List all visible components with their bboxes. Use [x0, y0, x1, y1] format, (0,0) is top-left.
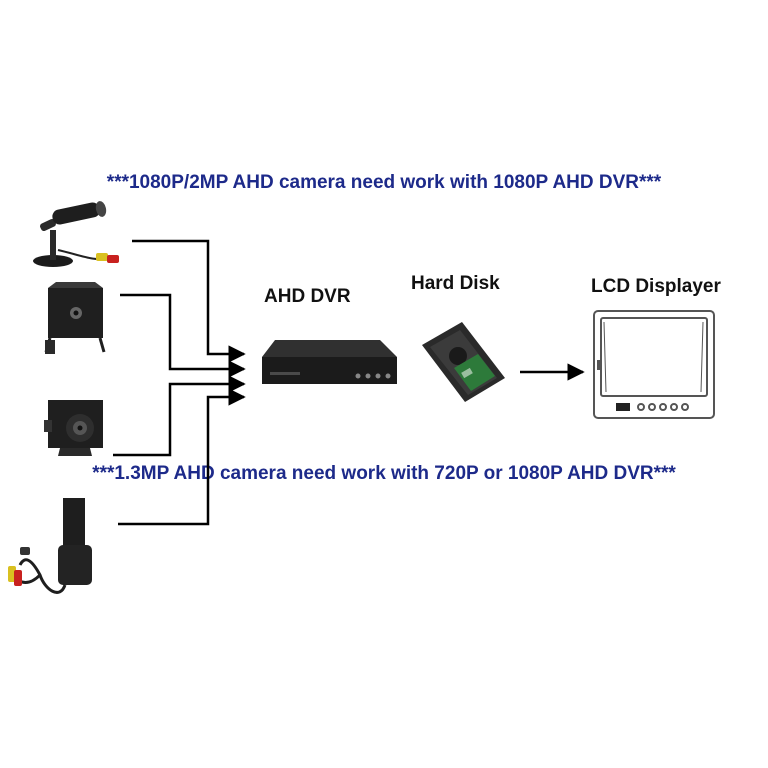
note-1-3mp-requirement: ***1.3MP AHD camera need work with 720P … [92, 463, 676, 484]
connector-camera-1 [132, 239, 246, 363]
mini-pinhole-camera-icon [44, 400, 103, 456]
bullet-camera-icon [33, 201, 119, 267]
square-pinhole-camera-icon [44, 282, 106, 354]
tube-camera-icon [8, 498, 92, 594]
camera-connectors [113, 239, 585, 526]
ahd-dvr-label: AHD DVR [264, 286, 351, 307]
dvr-recorder-icon [262, 340, 397, 384]
lcd-displayer-label: LCD Displayer [591, 276, 721, 297]
hard-disk-label: Hard Disk [411, 273, 500, 294]
hard-disk-icon [422, 322, 505, 402]
note-1080p-requirement: ***1080P/2MP AHD camera need work with 1… [106, 172, 662, 193]
connector-camera-4 [118, 388, 246, 526]
connector-camera-3 [113, 375, 246, 457]
connector-camera-2 [120, 293, 246, 378]
lcd-monitor-icon [593, 310, 715, 419]
